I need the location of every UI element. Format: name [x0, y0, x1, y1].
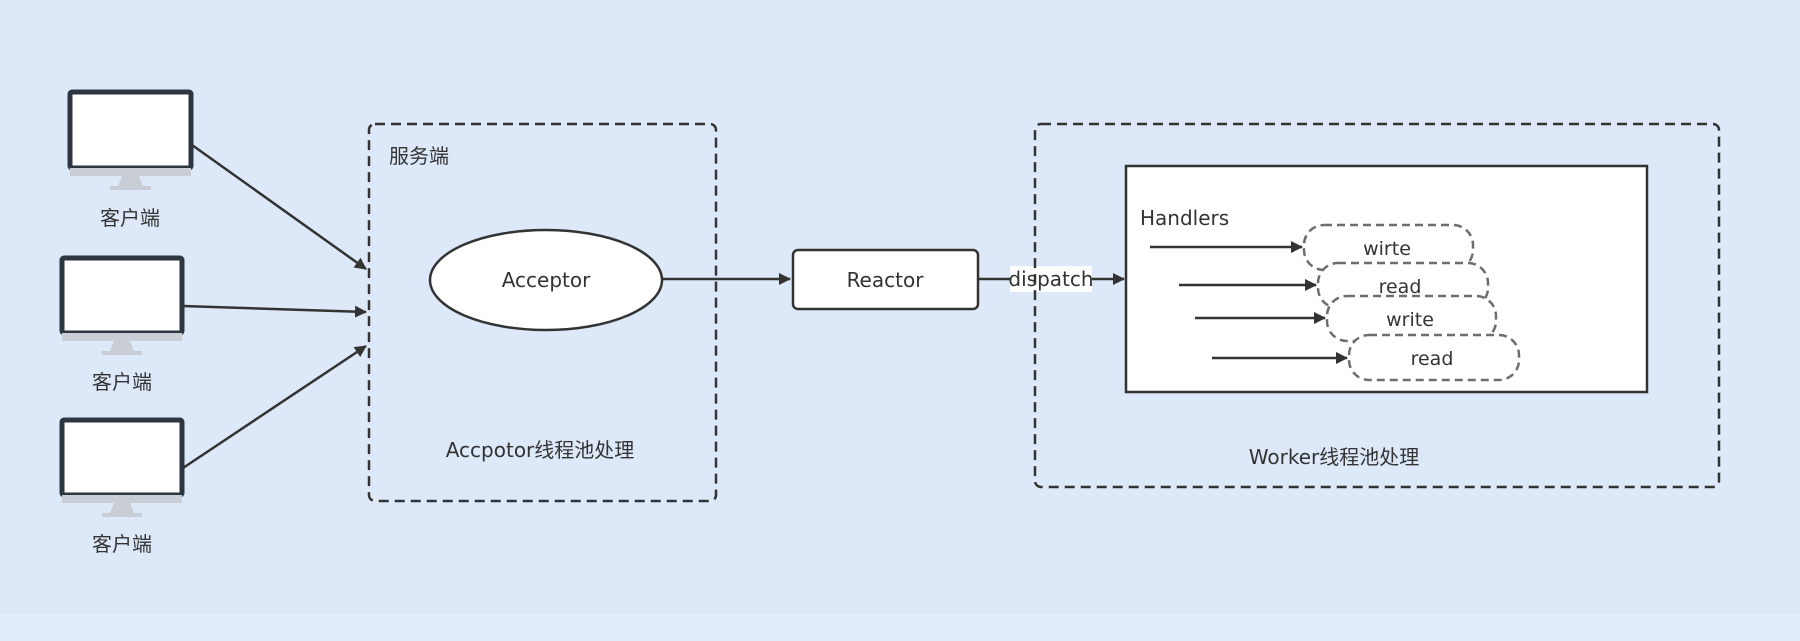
handlers-box: Handlers wirte read write	[1124, 164, 1649, 394]
server-title: 服务端	[389, 144, 449, 168]
client-2: 客户端	[59, 255, 185, 394]
acceptor-pool-label: Accpotor线程池处理	[446, 438, 635, 462]
client-label: 客户端	[92, 532, 152, 556]
monitor-icon	[59, 417, 185, 517]
handler-label: read	[1411, 348, 1454, 370]
handler-write: write	[1325, 294, 1498, 343]
monitor-icon	[67, 89, 194, 190]
client-label: 客户端	[92, 370, 152, 394]
worker-pool-label: Worker线程池处理	[1249, 445, 1419, 469]
client-3: 客户端	[59, 417, 185, 556]
handlers-title: Handlers	[1140, 206, 1229, 230]
client-1: 客户端	[67, 89, 194, 230]
handler-label: read	[1379, 276, 1422, 298]
dispatch-label: dispatch	[1008, 267, 1093, 291]
worker-container: Handlers wirte read write	[1033, 122, 1721, 489]
bottom-strip	[0, 614, 1800, 641]
client-3-arrow	[182, 344, 367, 470]
client-2-arrow	[182, 304, 367, 318]
acceptor-label: Acceptor	[502, 268, 591, 292]
dispatch-label-bg	[1010, 266, 1092, 292]
client-1-arrow	[191, 143, 367, 271]
server-container: 服务端 Acceptor Accpotor线程池处理	[367, 122, 718, 503]
handler-label: write	[1386, 309, 1434, 331]
reactor-node: Reactor	[791, 248, 980, 311]
client-label: 客户端	[100, 206, 160, 230]
handler-read: read	[1347, 333, 1521, 382]
handler-label: wirte	[1363, 238, 1411, 260]
acceptor-node: Acceptor	[428, 228, 664, 332]
monitor-icon	[59, 255, 185, 355]
reactor-label: Reactor	[847, 268, 925, 292]
